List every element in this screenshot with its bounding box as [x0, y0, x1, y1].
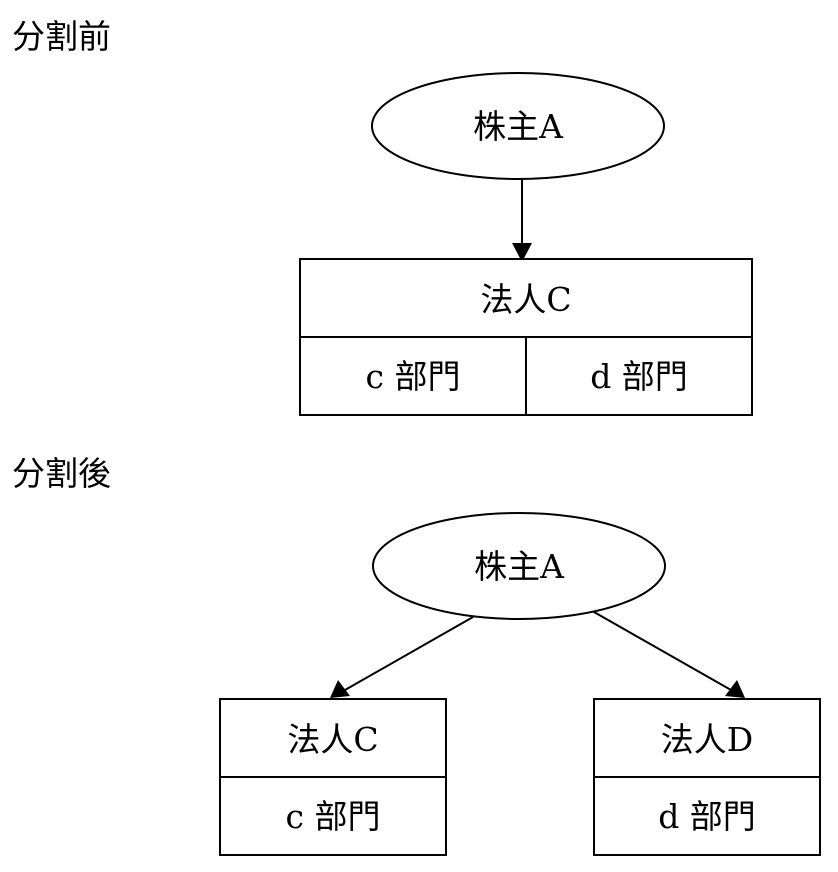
before-department-c-label: c 部門 — [366, 357, 461, 396]
after-split-heading: 分割後 — [12, 454, 111, 493]
after-arrow-right-line — [593, 611, 732, 691]
after-shareholder-node: 株主A — [372, 512, 666, 620]
after-corporation-c-label: 法人C — [287, 720, 378, 759]
before-shareholder-ellipse — [371, 72, 665, 180]
after-arrow-left-head — [330, 680, 350, 698]
after-shareholder-ellipse — [372, 512, 666, 620]
before-department-d-label: d 部門 — [590, 357, 688, 396]
after-corporation-c-table: 法人C c 部門 — [219, 698, 447, 856]
before-shareholder-label: 株主A — [473, 107, 564, 146]
before-shareholder-node: 株主A — [371, 72, 665, 180]
after-arrow-right-head — [725, 680, 745, 698]
before-split-heading: 分割前 — [12, 17, 111, 56]
before-corporation-table: 法人C c 部門 d 部門 — [299, 258, 753, 416]
after-department-d-label: d 部門 — [658, 797, 756, 836]
after-shareholder-label: 株主A — [474, 547, 565, 586]
after-ownership-arrow-left — [330, 616, 474, 698]
after-corporation-d-table: 法人D d 部門 — [593, 698, 821, 856]
after-arrow-left-line — [344, 616, 474, 691]
after-ownership-arrow-right — [593, 611, 745, 698]
before-ownership-arrow — [512, 179, 532, 262]
after-department-c-label: c 部門 — [286, 797, 381, 836]
before-corporation-label: 法人C — [480, 280, 571, 319]
after-split-section: 分割後 株主A 法人C c 部門 法人D d 部門 — [12, 454, 821, 856]
after-corporation-d-label: 法人D — [661, 720, 753, 759]
before-arrow-head — [512, 243, 532, 262]
before-split-section: 分割前 株主A 法人C c 部門 d 部門 — [12, 17, 753, 416]
